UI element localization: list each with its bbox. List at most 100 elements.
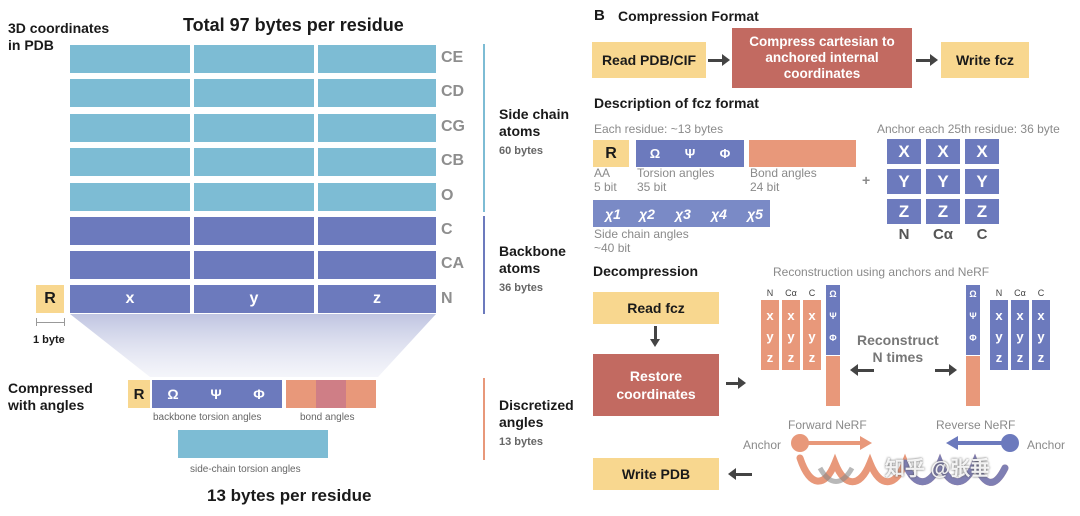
pdb-heading: 3D coordinates in PDB [8,20,110,53]
anchor-cell: Z [887,199,921,224]
torsion-bar [636,140,744,167]
coord-x: x [70,285,190,313]
bond-seg-1 [286,380,316,408]
sidechain-torsion-caption: side-chain torsion angles [190,464,301,475]
bond-seg-3 [346,380,376,408]
atom-cell [194,114,314,142]
backbone-label: Backbone atoms 36 bytes [499,243,566,294]
atom-cell [70,148,190,176]
bond-bar [749,140,856,167]
byte-scale-label: 1 byte [33,334,65,346]
anchor-title: Anchor each 25th residue: 36 byte [877,122,1060,136]
mini-row-label: y [995,328,1003,344]
mini-row-label: y [787,328,795,344]
mini-col-label: N [766,288,774,298]
atom-cell [194,45,314,73]
anchor-cell: Z [926,199,960,224]
compressed-r-box: R [128,380,150,408]
phi-symbol: Φ [253,386,265,402]
atom-cell [318,251,436,279]
mini-row-label: y [1016,328,1024,344]
aa-box: R [593,140,629,167]
chi-symbol: χ3 [675,205,691,222]
chi-caption: Side chain angles ~40 bit [594,227,689,255]
compress-box: Compress cartesian to anchored internal … [732,28,912,88]
arrow-right-icon [722,54,730,66]
anchor-col-label: N [898,226,910,243]
mini-column [1011,300,1029,370]
arrow-right-icon [930,54,938,66]
mini-bond-column [966,356,980,406]
chi-symbol: χ4 [711,205,727,222]
atom-cell [318,45,436,73]
reverse-nerf-label: Reverse NeRF [936,418,1016,432]
sidechain-torsion-bar [178,430,328,458]
discretized-label: Discretized angles 13 bytes [499,397,574,448]
mini-column [803,300,821,370]
read-pdb-box: Read PDB/CIF [592,42,706,78]
mini-row-label: x [766,307,774,323]
anchor-cell: Y [965,169,999,194]
atom-cell [194,217,314,245]
backbone-torsion-caption: backbone torsion angles [153,412,262,423]
atom-cell [194,183,314,211]
mini-row-label: z [766,349,774,365]
mini-row-label: z [1016,349,1024,365]
anchor-cell: Y [926,169,960,194]
mini-row-label: y [808,328,816,344]
anchor-cell: Z [965,199,999,224]
atom-cell [70,79,190,107]
read-fcz-box: Read fcz [593,292,719,324]
anchor-col-label: C [976,226,988,243]
mini-row-label: y [1037,328,1045,344]
forward-nerf-label: Forward NeRF [788,418,867,432]
phi-symbol: Φ [719,146,731,161]
arrow-left-icon [728,468,736,480]
residue-r-box: R [36,285,64,313]
psi-symbol: Ψ [684,146,696,161]
discretized-bracket [483,378,485,460]
atom-label: CA [441,255,465,272]
projection-shape [70,314,436,377]
aa-caption: AA 5 bit [594,166,617,194]
mini-angle-symbol: Ψ [969,311,977,321]
omega-symbol: Ω [649,146,661,161]
anchor-cell: Y [887,169,921,194]
mini-col-label: C [808,288,816,298]
bond-caption: Bond angles 24 bit [750,166,817,194]
mini-bond-column [826,356,840,406]
byte-scale-bar [36,322,64,323]
description-title: Description of fcz format [594,95,759,111]
atom-cell [318,114,436,142]
mini-col-label: C [1037,288,1045,298]
mini-row-label: z [808,349,816,365]
mini-row-label: x [1037,307,1045,323]
omega-symbol: Ω [167,386,179,402]
atom-label: CG [441,118,465,135]
compressed-torsion-bar [152,380,282,408]
bond-angles-caption: bond angles [300,412,355,423]
mini-row-label: x [787,307,795,323]
atom-label: N [441,290,453,307]
restore-box: Restore coordinates [593,354,719,416]
mini-row-label: z [787,349,795,365]
atom-label: CD [441,83,465,100]
mini-angle-symbol: Ω [969,289,977,299]
mini-column [1032,300,1050,370]
write-pdb-box: Write PDB [593,458,719,490]
atom-cell [318,217,436,245]
atom-cell [70,183,190,211]
watermark: 知乎 @张垂 [885,458,991,480]
each-residue-label: Each residue: ~13 bytes [594,122,724,136]
atom-cell [194,148,314,176]
anchor-cell: X [887,139,921,164]
bottom-title: 13 bytes per residue [207,486,372,505]
mini-angle-column [826,285,840,355]
write-fcz-box: Write fcz [941,42,1029,78]
anchor-col-label: Cα [932,226,954,243]
atom-cell [194,79,314,107]
mini-column [782,300,800,370]
mini-col-label: Cα [785,288,797,298]
anchor-right-label: Anchor [1027,438,1066,452]
atom-cell [318,148,436,176]
